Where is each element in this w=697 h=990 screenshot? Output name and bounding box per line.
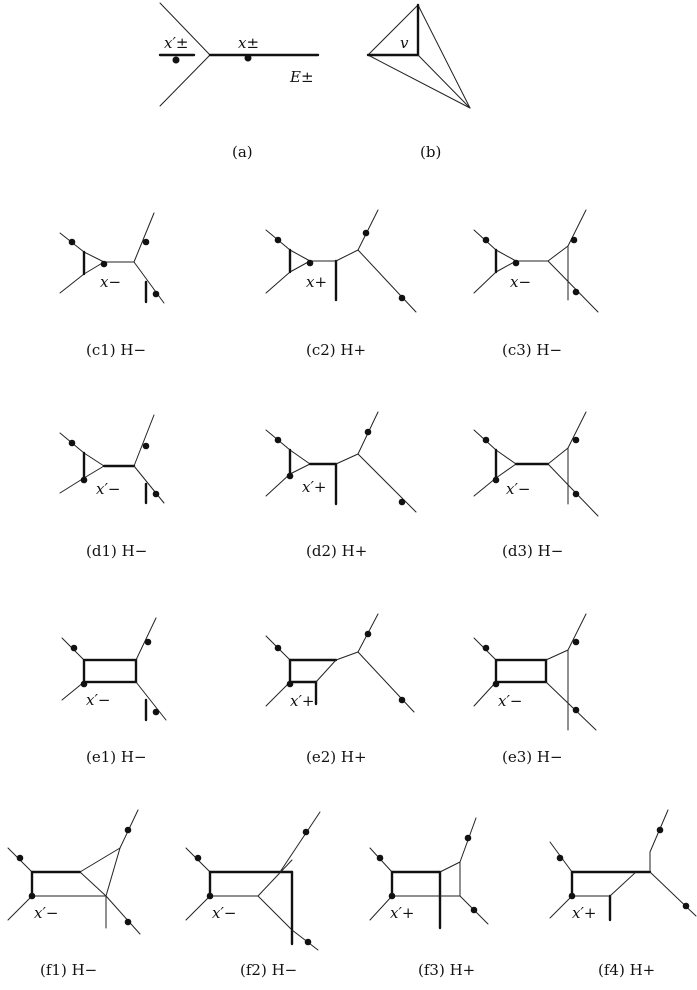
diagram-e3: x′− (e3) H− (473, 613, 597, 766)
diagram-b: v (b) (366, 3, 471, 161)
diagram-d2: x′+ (d2) H+ (265, 411, 417, 560)
caption-d2: (d2) H+ (306, 542, 367, 560)
diagram-f4: x′+ (f4) H+ (549, 809, 697, 979)
caption-a: (a) (232, 143, 253, 161)
label-e3-x: x′− (498, 692, 522, 710)
caption-f1: (f1) H− (40, 961, 97, 979)
label-f2-x: x′− (212, 904, 236, 922)
diagram-c2: x+ (c2) H+ (265, 209, 417, 359)
label-E-pm: E± (289, 68, 314, 86)
caption-f3: (f3) H+ (418, 961, 475, 979)
diagram-d1: x′− (d1) H− (59, 414, 165, 560)
caption-d3: (d3) H− (502, 542, 563, 560)
caption-c2: (c2) H+ (306, 341, 366, 359)
label-f4-x: x′+ (572, 904, 596, 922)
label-v: v (400, 34, 409, 52)
diagram-a: x′± x± E± (a) (158, 2, 320, 161)
diagram-e2: x′+ (e2) H+ (265, 613, 415, 766)
label-c2-x: x+ (306, 273, 327, 291)
diagram-e1: x′− (e1) H− (61, 617, 167, 766)
caption-e2: (e2) H+ (306, 748, 367, 766)
caption-f2: (f2) H− (240, 961, 297, 979)
diagram-f3: x′+ (f3) H+ (369, 817, 489, 979)
caption-b: (b) (420, 143, 441, 161)
label-e1-x: x′− (86, 691, 110, 709)
caption-e1: (e1) H− (86, 748, 147, 766)
label-x-prime-pm: x′± (164, 34, 188, 52)
diagram-c1: x− (c1) H− (59, 212, 165, 359)
diagram-f2: x′− (f2) H− (185, 811, 321, 979)
label-d1-x: x′− (96, 480, 120, 498)
label-e2-x: x′+ (290, 692, 314, 710)
x-prime-pm-point (172, 56, 180, 64)
caption-c3: (c3) H− (502, 341, 562, 359)
caption-e3: (e3) H− (502, 748, 563, 766)
label-f3-x: x′+ (390, 904, 414, 922)
diagram-f1: x′− (f1) H− (7, 809, 141, 979)
label-d3-x: x′− (506, 480, 530, 498)
caption-d1: (d1) H− (86, 542, 147, 560)
label-c3-x: x− (510, 273, 531, 291)
diagram-d3: x′− (d3) H− (473, 411, 599, 560)
label-c1-x: x− (100, 273, 121, 291)
label-f1-x: x′− (34, 904, 58, 922)
x-pm-point (244, 54, 252, 62)
label-d2-x: x′+ (302, 478, 326, 496)
caption-c1: (c1) H− (86, 341, 146, 359)
label-x-pm: x± (238, 34, 259, 52)
diagram-c3: x− (c3) H− (473, 209, 599, 359)
caption-f4: (f4) H+ (598, 961, 655, 979)
